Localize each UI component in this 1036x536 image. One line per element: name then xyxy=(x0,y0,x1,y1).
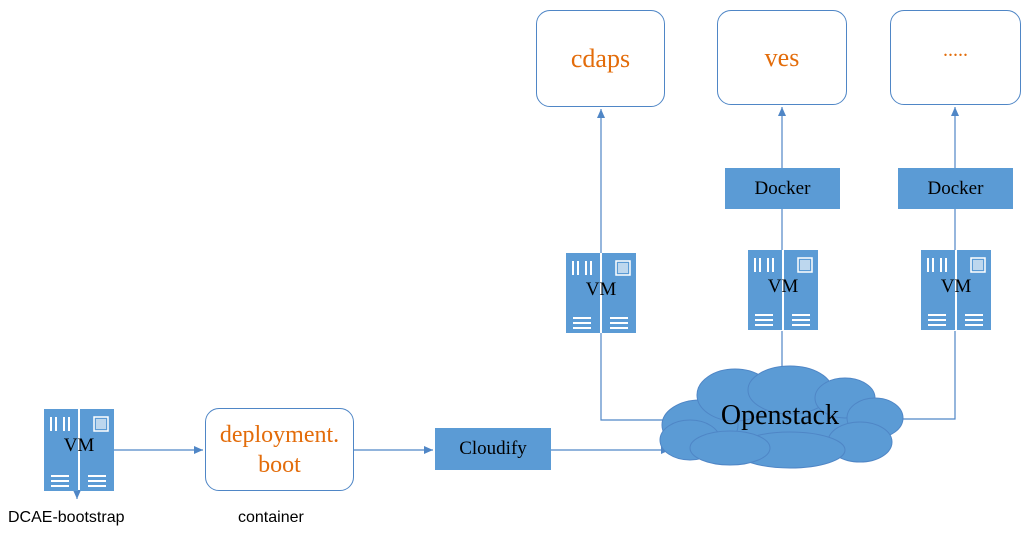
bootstrap-caption: DCAE-bootstrap xyxy=(8,509,125,526)
vm-label: VM xyxy=(63,435,95,456)
cloudify-label: Cloudify xyxy=(459,438,527,459)
server-vm-icon xyxy=(44,409,114,491)
docker-box-ellipsis: Docker xyxy=(898,168,1013,209)
deployment-label-line1: deployment. xyxy=(219,421,340,448)
vm-label: VM xyxy=(767,276,799,297)
service-box-cdaps: cdaps xyxy=(536,10,665,107)
service-label-ellipsis: ..... xyxy=(943,39,968,61)
docker-label: Docker xyxy=(754,177,811,199)
service-label-cdaps: cdaps xyxy=(570,43,631,73)
deployment-label-line2: boot xyxy=(258,451,301,478)
line-openstack-to-vm1 xyxy=(600,333,680,421)
deployment-boot-box: deployment. boot xyxy=(205,408,354,491)
vm-ves: VM xyxy=(748,250,818,332)
cloud-icon xyxy=(659,365,904,469)
container-caption: container xyxy=(238,509,304,526)
service-box-ves: ves xyxy=(717,10,847,105)
server-vm-icon xyxy=(566,253,636,333)
vm-ellipsis: VM xyxy=(921,250,991,332)
docker-box-ves: Docker xyxy=(725,168,840,209)
server-vm-icon xyxy=(748,250,818,330)
vm-label: VM xyxy=(585,279,617,300)
openstack-label: Openstack xyxy=(720,400,840,431)
docker-label: Docker xyxy=(927,177,984,199)
service-box-ellipsis: ..... xyxy=(890,10,1021,105)
cloudify-box: Cloudify xyxy=(435,428,551,470)
line-openstack-to-vm3 xyxy=(900,331,956,420)
service-label-ves: ves xyxy=(764,42,800,72)
vm-label: VM xyxy=(940,276,972,297)
vm-bootstrap: VM xyxy=(44,409,114,491)
vm-cdaps: VM xyxy=(566,253,636,335)
server-vm-icon xyxy=(921,250,991,330)
